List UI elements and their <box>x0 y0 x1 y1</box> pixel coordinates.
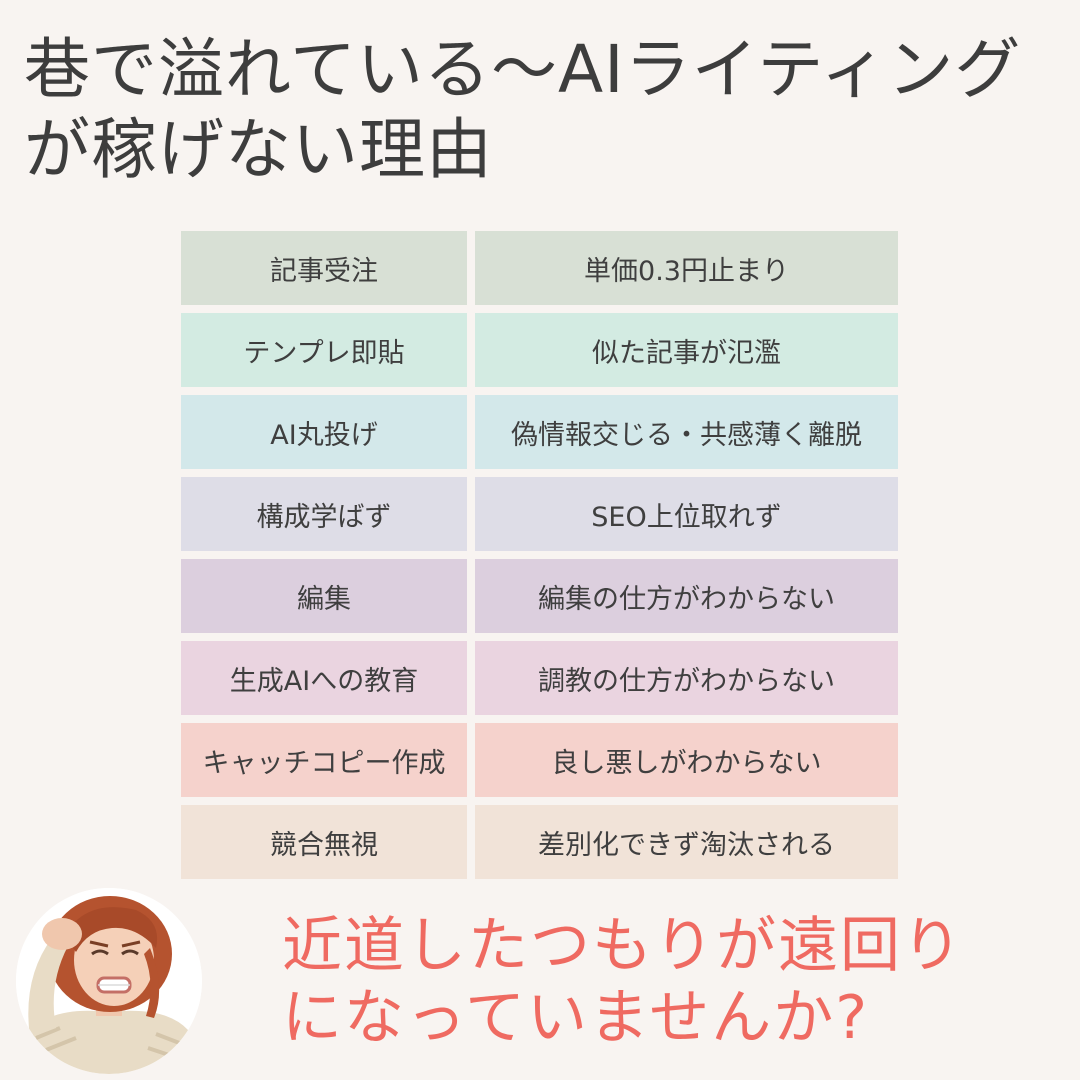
reason-result-cell: 似た記事が氾濫 <box>475 313 898 387</box>
title-line-2: が稼げない理由 <box>24 111 493 188</box>
reason-result-cell: 調教の仕方がわからない <box>475 641 898 715</box>
reason-cause-cell: AI丸投げ <box>181 395 467 469</box>
reason-result-cell: SEO上位取れず <box>475 477 898 551</box>
table-row: 構成学ばず SEO上位取れず <box>181 477 898 551</box>
reason-result-cell: 偽情報交じる・共感薄く離脱 <box>475 395 898 469</box>
reason-result-cell: 編集の仕方がわからない <box>475 559 898 633</box>
table-row: 競合無視 差別化できず淘汰される <box>181 805 898 879</box>
callout-line-1: 近道したつもりが遠回り <box>282 911 964 981</box>
table-row: 生成AIへの教育 調教の仕方がわからない <box>181 641 898 715</box>
table-row: AI丸投げ 偽情報交じる・共感薄く離脱 <box>181 395 898 469</box>
callout-line-2: になっていませんか? <box>282 983 870 1053</box>
table-row: 編集 編集の仕方がわからない <box>181 559 898 633</box>
page-title: 巷で溢れている〜AIライティング が稼げない理由 <box>24 30 1064 190</box>
reason-cause-cell: テンプレ即貼 <box>181 313 467 387</box>
reason-result-cell: 単価0.3円止まり <box>475 231 898 305</box>
reason-result-cell: 差別化できず淘汰される <box>475 805 898 879</box>
table-row: 記事受注 単価0.3円止まり <box>181 231 898 305</box>
reason-cause-cell: 生成AIへの教育 <box>181 641 467 715</box>
frustrated-woman-photo <box>16 888 202 1074</box>
reason-cause-cell: 競合無視 <box>181 805 467 879</box>
title-line-1: 巷で溢れている〜AIライティング <box>24 31 1022 108</box>
reason-cause-cell: 構成学ばず <box>181 477 467 551</box>
reason-cause-cell: 記事受注 <box>181 231 467 305</box>
table-row: テンプレ即貼 似た記事が氾濫 <box>181 313 898 387</box>
reasons-table: 記事受注 単価0.3円止まり テンプレ即貼 似た記事が氾濫 AI丸投げ 偽情報交… <box>181 231 898 887</box>
reason-cause-cell: キャッチコピー作成 <box>181 723 467 797</box>
callout-message: 近道したつもりが遠回り になっていませんか? <box>282 910 1072 1054</box>
reason-cause-cell: 編集 <box>181 559 467 633</box>
table-row: キャッチコピー作成 良し悪しがわからない <box>181 723 898 797</box>
woman-illustration <box>16 888 202 1074</box>
reason-result-cell: 良し悪しがわからない <box>475 723 898 797</box>
